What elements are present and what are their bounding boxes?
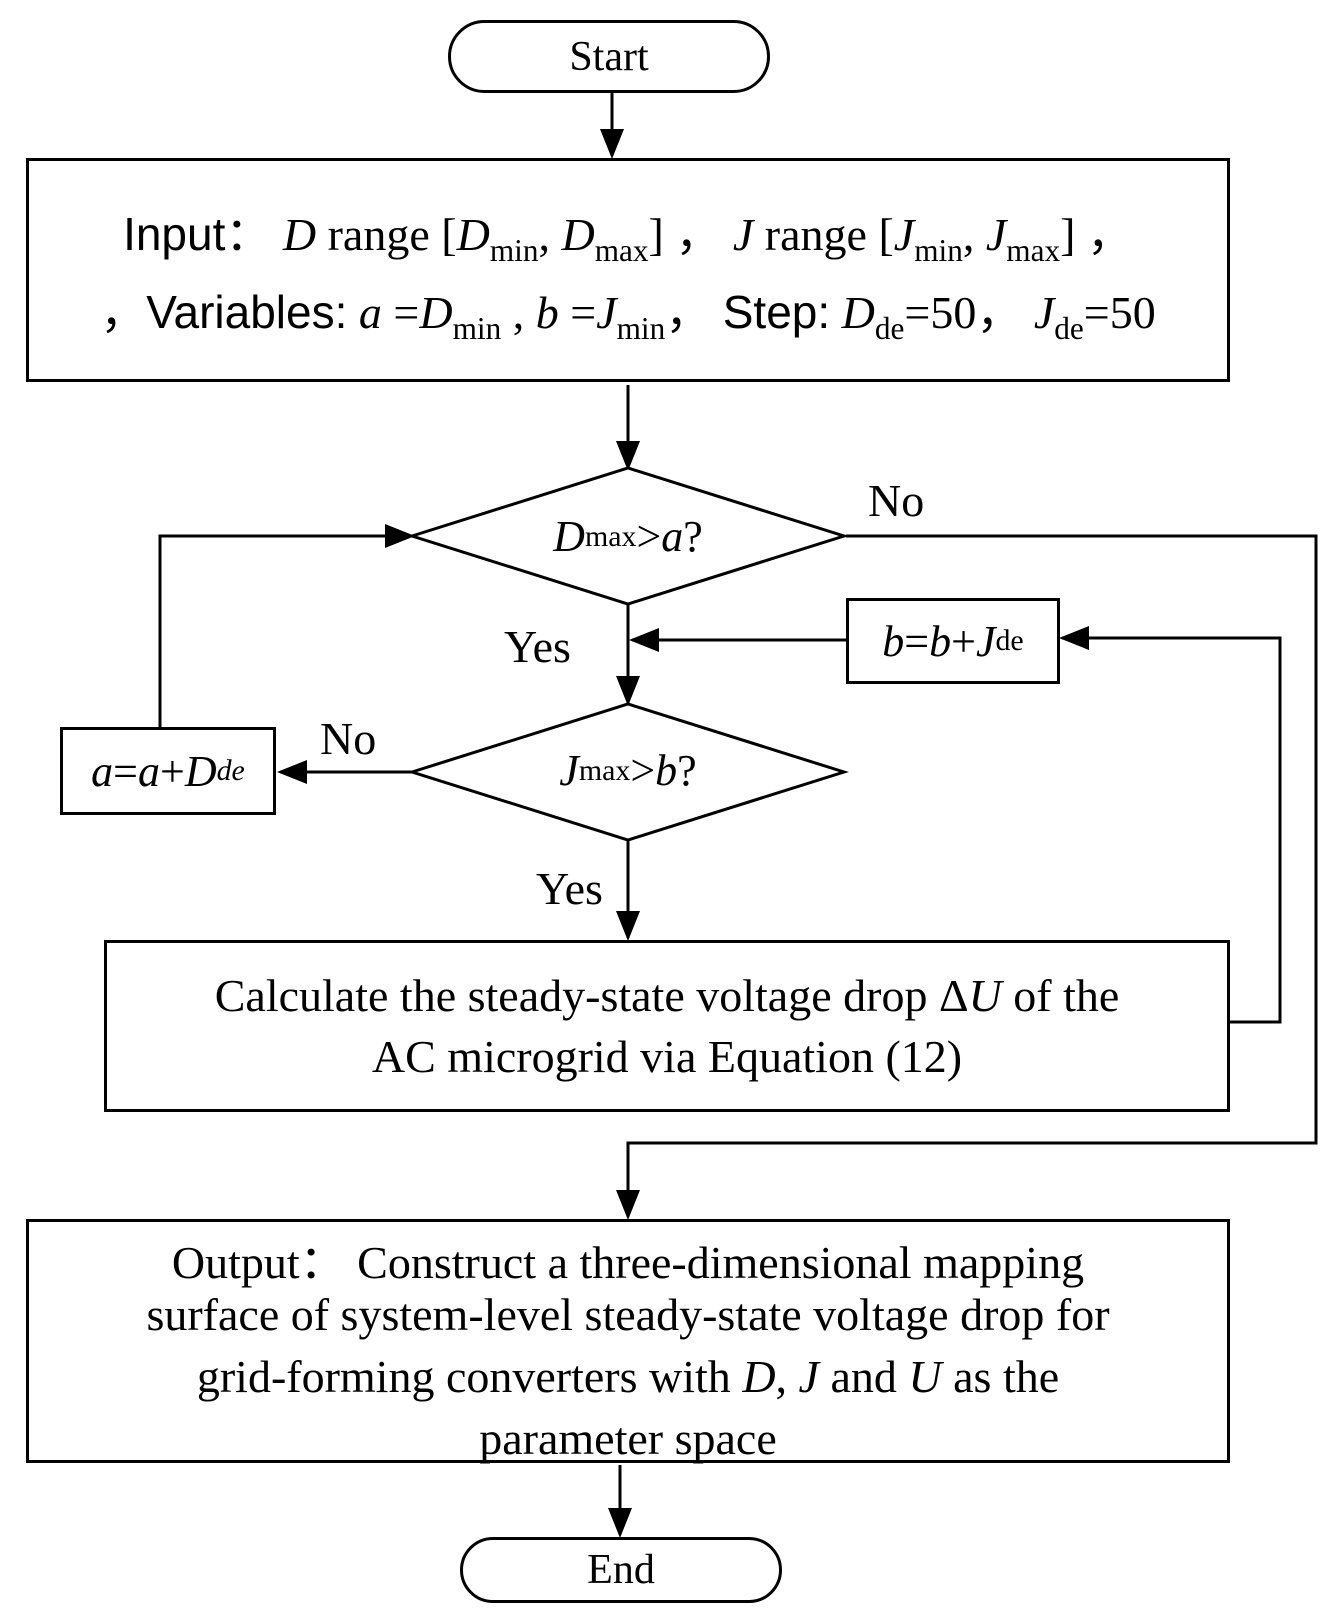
decision-d-op: > <box>636 512 662 561</box>
end-label: End <box>587 1547 655 1593</box>
calc-line-1-post: of the <box>1001 970 1120 1021</box>
box-a-lhs: a <box>91 746 114 796</box>
input-sep-5: , <box>501 287 536 338</box>
calc-box: Calculate the steady-state voltage drop … <box>104 940 1230 1112</box>
input-var-jmin-sub: min <box>616 310 666 346</box>
input-prefix: Input： <box>123 208 272 260</box>
input-step-d: D <box>841 287 875 338</box>
input-dmin-base: D <box>456 209 490 260</box>
arrow-decision-d-no-to-output <box>616 534 1318 1220</box>
input-sep-3: , <box>962 209 986 260</box>
arrow-box-a-to-decision-d <box>158 524 415 727</box>
input-var-dmin-sub: min <box>452 310 502 346</box>
input-jmin-sub: min <box>914 232 963 268</box>
calc-line-2: AC microgrid via Equation (12) <box>371 1031 963 1082</box>
end-terminal: End <box>460 1537 782 1603</box>
input-step-j-value: =50 <box>1083 287 1156 338</box>
box-a-d: D <box>184 746 217 796</box>
input-eq-2: = <box>558 287 597 338</box>
start-terminal: Start <box>448 20 770 93</box>
box-b-eq: = <box>904 616 930 666</box>
box-b-lhs: b <box>882 616 905 666</box>
decision-d-var: a <box>661 512 684 561</box>
input-step-j: J <box>1033 287 1055 338</box>
input-range-word-2: range [ <box>753 209 894 260</box>
output-line-4: parameter space <box>479 1413 777 1464</box>
input-eq-1: = <box>381 287 420 338</box>
input-sep-1: , <box>538 209 562 260</box>
input-line-1: Input： D range [Dmin, Dmax] ， J range [J… <box>123 198 1133 266</box>
label-no-top: No <box>868 475 925 526</box>
input-dmax-base: D <box>561 209 595 260</box>
input-sep-2: ] ， <box>648 209 733 260</box>
input-box: Input： D range [Dmin, Dmax] ， J range [J… <box>26 158 1230 382</box>
output-box: Output： Construct a three-dimensional ma… <box>26 1219 1230 1464</box>
input-sep-6: ， <box>665 287 723 338</box>
output-line-3-u: U <box>908 1351 942 1402</box>
decision-j-q: ? <box>677 746 697 795</box>
output-line-1: Output： Construct a three-dimensional ma… <box>171 1237 1085 1288</box>
input-variables-word: ，Variables: <box>100 286 348 338</box>
start-label: Start <box>569 33 649 80</box>
input-jmin-base: J <box>893 209 915 260</box>
input-step-d-value: =50 <box>904 287 977 338</box>
input-step-d-sub: de <box>874 310 905 346</box>
input-range-word: range [ <box>316 209 457 260</box>
input-jmax-base: J <box>985 209 1007 260</box>
box-b-plus: + <box>951 616 976 666</box>
output-line-3-d: D <box>742 1351 776 1402</box>
input-b-symbol: b <box>535 287 559 338</box>
output-line-3-j: J <box>798 1351 819 1402</box>
label-yes-1: Yes <box>504 621 571 672</box>
input-var-dmin-base: D <box>419 287 453 338</box>
box-a-plus: + <box>159 746 185 796</box>
output-line-3-comma: , <box>775 1351 799 1402</box>
input-step-word: Step: <box>722 286 831 338</box>
output-line-3: grid-forming converters with D, J and U … <box>29 1350 1227 1412</box>
box-a-a: a <box>137 746 160 796</box>
input-sep-4: ] ， <box>1060 209 1133 260</box>
box-b-b: b <box>929 616 952 666</box>
input-a-symbol: a <box>358 287 382 338</box>
input-jmax-sub: max <box>1006 232 1061 268</box>
decision-j-var: b <box>655 746 678 795</box>
output-line-3-post: as the <box>941 1351 1060 1402</box>
input-d-symbol: D <box>282 209 317 260</box>
input-dmin-sub: min <box>489 232 539 268</box>
output-line-3-pre: grid-forming converters with <box>196 1351 743 1402</box>
arrow-calc-to-box-b <box>1059 626 1282 1024</box>
input-var-jmin-base: J <box>596 287 617 338</box>
decision-d-diamond <box>407 466 849 606</box>
decision-j-base: J <box>559 746 579 795</box>
calc-line-1-u: U <box>968 970 1002 1021</box>
output-line-3-and: and <box>818 1351 909 1402</box>
input-dmax-sub: max <box>594 232 649 268</box>
box-a-eq: = <box>113 746 138 796</box>
input-step-j-sub: de <box>1054 310 1084 346</box>
box-b-j: J <box>975 616 996 666</box>
output-line-2: surface of system-level steady-state vol… <box>146 1289 1110 1340</box>
input-sep-7: ， <box>976 287 1034 338</box>
decision-j-op: > <box>630 746 656 795</box>
calc-line-1: Calculate the steady-state voltage drop … <box>215 969 1120 1022</box>
decision-d-q: ? <box>683 512 703 561</box>
input-line-2: ，Variables: a =Dmin , b =Jmin， Step: Dde… <box>100 276 1156 344</box>
label-no-left: No <box>320 713 377 764</box>
decision-j-diamond <box>407 702 849 842</box>
label-yes-2: Yes <box>536 863 603 914</box>
input-j-symbol: J <box>732 209 754 260</box>
decision-d-base: D <box>553 512 585 561</box>
calc-line-1-pre: Calculate the steady-state voltage drop … <box>214 970 969 1021</box>
